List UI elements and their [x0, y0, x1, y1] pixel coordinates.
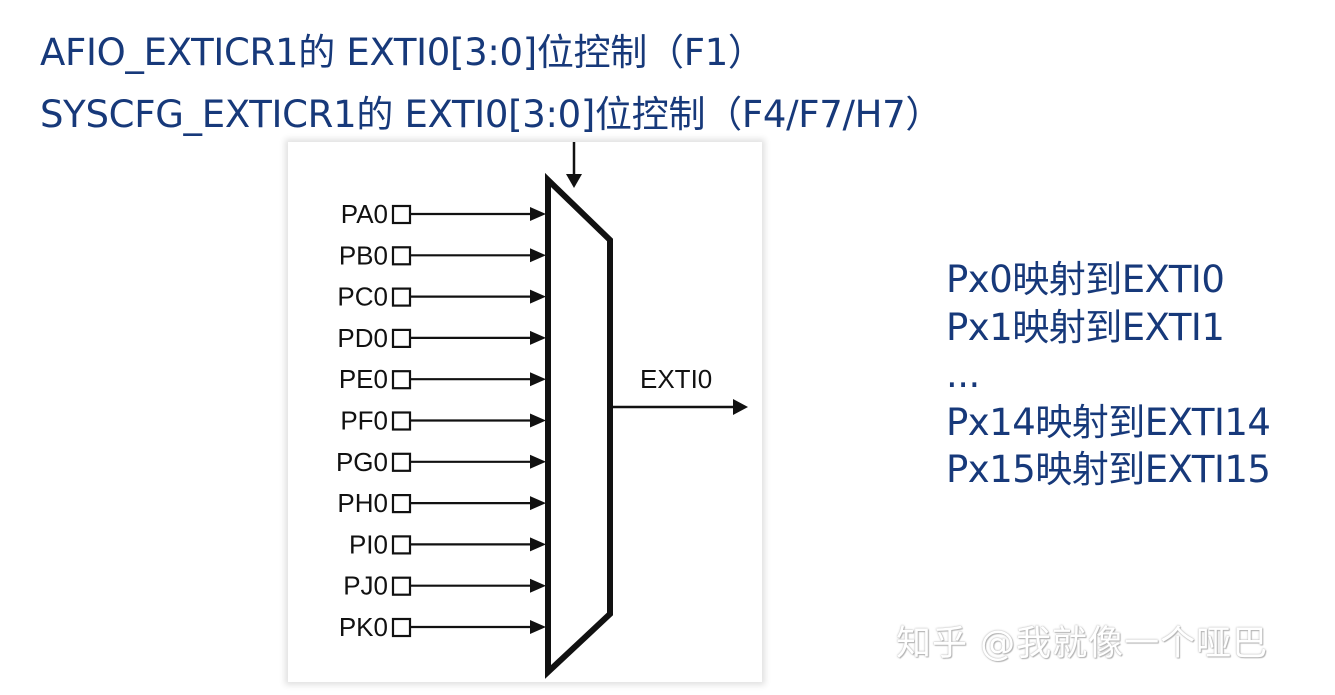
input-arrow-head — [530, 289, 546, 304]
input-pin-box — [391, 494, 412, 514]
input-arrow-head — [530, 620, 546, 634]
output-label: EXTI0 — [640, 364, 712, 394]
input-label-pg0: PG0 — [336, 447, 388, 477]
input-pin-box — [391, 328, 412, 348]
input-pin-box — [391, 452, 412, 472]
input-pin-box — [391, 411, 412, 431]
input-label-pa0: PA0 — [341, 199, 388, 229]
input-label-pc0: PC0 — [337, 282, 388, 312]
mux-trapezoid — [545, 172, 613, 679]
input-label-pf0: PF0 — [340, 406, 388, 436]
input-pin-box — [391, 287, 412, 307]
input-pin-box — [391, 576, 412, 596]
input-arrow-head — [530, 330, 546, 345]
input-label-pb0: PB0 — [339, 240, 388, 270]
mapping-item: Px15映射到EXTI15 — [946, 448, 1271, 491]
input-pin-box — [391, 204, 412, 225]
input-arrow-head — [530, 248, 546, 263]
input-pin-box — [391, 535, 412, 555]
input-arrow-head — [530, 207, 546, 221]
input-arrow-head — [530, 578, 546, 593]
mapping-item: Px14映射到EXTI14 — [946, 400, 1271, 444]
input-label-pi0: PI0 — [349, 529, 388, 559]
title-line-2: SYSCFG_EXTICR1的 EXTI0[3:0]位控制（F4/F7/H7） — [40, 93, 943, 136]
output-arrow-head — [733, 399, 748, 415]
input-label-pj0: PJ0 — [343, 571, 388, 601]
input-arrow-head — [530, 496, 546, 511]
input-label-pd0: PD0 — [337, 323, 388, 353]
mapping-item: Px0映射到EXTI0 — [946, 258, 1225, 301]
input-pin-box — [391, 617, 412, 638]
mapping-item: Px1映射到EXTI1 — [946, 305, 1225, 349]
mapping-list: Px0映射到EXTI0 Px1映射到EXTI1 ... Px14映射到EXTI1… — [946, 256, 1271, 494]
input-arrow-head — [530, 454, 546, 469]
input-arrow-head — [530, 413, 546, 428]
input-arrow-head — [530, 537, 546, 552]
watermark: 知乎 @我就像一个哑巴 — [896, 624, 1269, 664]
input-pin-box — [391, 246, 412, 266]
select-arrow-head — [566, 174, 582, 188]
input-label-pk0: PK0 — [339, 612, 388, 642]
mapping-item: ... — [946, 353, 980, 396]
input-label-pe0: PE0 — [339, 364, 388, 394]
input-arrow-head — [530, 372, 546, 387]
input-label-ph0: PH0 — [337, 488, 388, 518]
input-pin-box — [391, 370, 412, 390]
title-line-1: AFIO_EXTICR1的 EXTI0[3:0]位控制（F1） — [40, 31, 765, 74]
